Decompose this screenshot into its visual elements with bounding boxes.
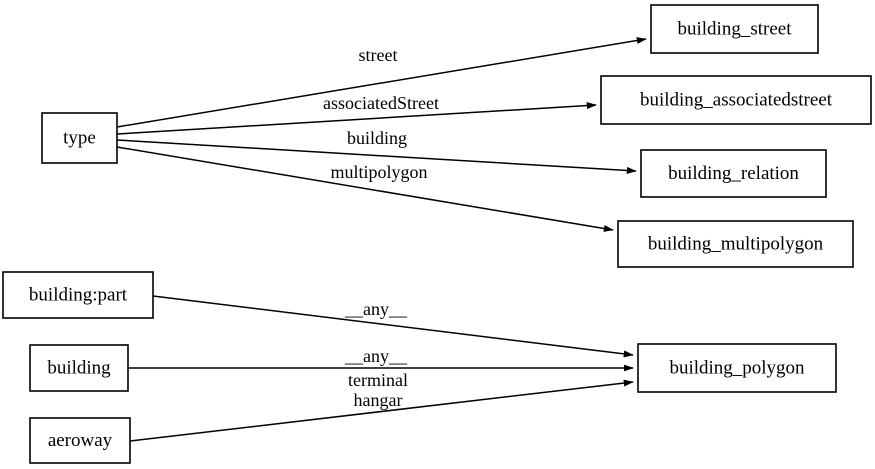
node-label-building: building <box>47 357 111 378</box>
node-building_street[interactable]: building_street <box>650 4 819 54</box>
edge-aeroway-to-building_polygon <box>129 379 634 442</box>
node-label-aeroway: aeroway <box>48 430 113 451</box>
node-box-building_polygon[interactable] <box>637 343 837 393</box>
node-label-building_part: building:part <box>29 284 128 305</box>
edge-label-e7: terminal <box>348 370 408 390</box>
node-building_part[interactable]: building:part <box>2 271 154 319</box>
extra-labels-layer: hangar <box>354 390 403 410</box>
node-type[interactable]: type <box>41 112 118 164</box>
edge-type-to-building_relation <box>116 139 637 174</box>
node-label-building_relation: building_relation <box>668 163 799 184</box>
edge-labels-layer: street associatedStreet building multipolyg… <box>323 45 439 390</box>
edge-label-e5: __any__ <box>344 299 408 319</box>
node-aeroway[interactable]: aeroway <box>29 417 131 464</box>
node-building_associatedstreet[interactable]: building_associatedstreet <box>600 75 872 125</box>
edge-type-to-building_multipolygon <box>116 146 614 232</box>
edges-layer <box>116 37 647 442</box>
node-label-type: type <box>63 127 96 148</box>
node-box-building_part[interactable] <box>2 271 154 319</box>
edge-label-e4: multipolygon <box>330 162 427 182</box>
edge-label-e2: associatedStreet <box>323 93 439 113</box>
edge-label-e6: __any__ <box>344 346 408 366</box>
node-box-building_associatedstreet[interactable] <box>600 75 872 125</box>
node-box-building_relation[interactable] <box>640 149 827 198</box>
node-building[interactable]: building <box>29 344 129 392</box>
node-building_polygon[interactable]: building_polygon <box>637 343 837 393</box>
hangar-label: hangar <box>354 390 403 410</box>
node-building_multipolygon[interactable]: building_multipolygon <box>617 220 854 268</box>
node-building_relation[interactable]: building_relation <box>640 149 827 198</box>
node-label-building_multipolygon: building_multipolygon <box>648 233 824 254</box>
node-box-type[interactable] <box>41 112 118 164</box>
node-box-building_street[interactable] <box>650 4 819 54</box>
edge-type-to-building_associatedstreet <box>116 102 597 135</box>
node-box-aeroway[interactable] <box>29 417 131 464</box>
node-label-building_associatedstreet: building_associatedstreet <box>640 89 833 110</box>
node-box-building_multipolygon[interactable] <box>617 220 854 268</box>
edge-label-e1: street <box>359 45 398 65</box>
node-label-building_street: building_street <box>678 18 793 39</box>
nodes-layer: type building_street building_associatedst… <box>2 4 872 464</box>
edge-label-e3: building <box>347 128 407 148</box>
edge-building_part-to-building_polygon <box>152 295 634 358</box>
node-box-building[interactable] <box>29 344 129 392</box>
edge-type-to-building_street <box>116 37 647 128</box>
node-label-building_polygon: building_polygon <box>669 357 805 378</box>
